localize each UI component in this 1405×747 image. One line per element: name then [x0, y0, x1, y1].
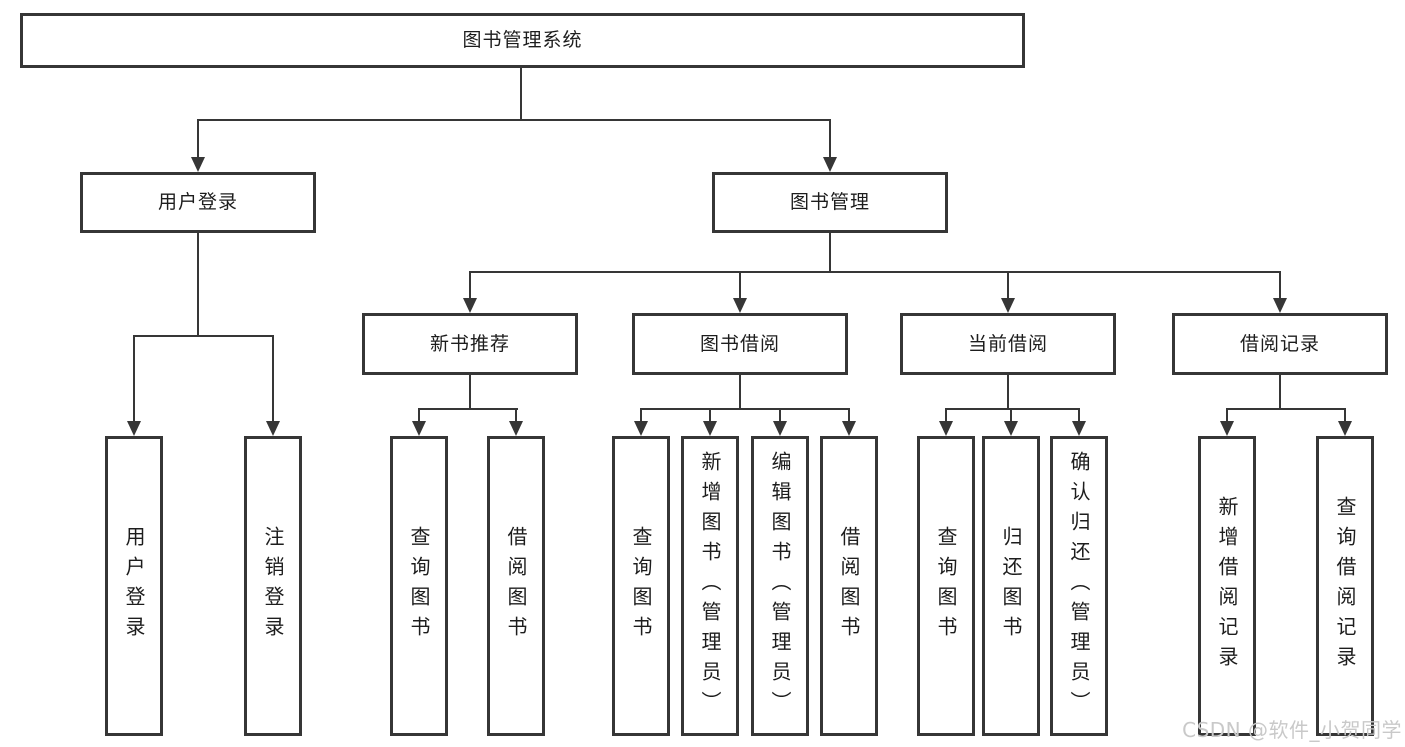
node-borrow-records: 借阅记录: [1172, 313, 1388, 375]
node-add-books-admin: 新增图书（管理员）: [681, 436, 739, 736]
arrowhead-icon: [463, 298, 477, 313]
arrowhead-icon: [191, 157, 205, 172]
node-query-borrow-record: 查询借阅记录: [1316, 436, 1374, 736]
connector-line: [133, 335, 274, 337]
arrowhead-icon: [703, 421, 717, 436]
connector-line: [272, 335, 274, 422]
node-borrow-books-recommend: 借阅图书: [487, 436, 545, 736]
node-query-books-current: 查询图书: [917, 436, 975, 736]
connector-line: [1279, 375, 1281, 410]
connector-line: [133, 335, 135, 422]
connector-line: [418, 408, 420, 423]
connector-line: [848, 408, 850, 423]
arrowhead-icon: [412, 421, 426, 436]
arrowhead-icon: [634, 421, 648, 436]
arrowhead-icon: [1001, 298, 1015, 313]
node-library-management-system: 图书管理系统: [20, 13, 1025, 68]
connector-line: [469, 271, 471, 299]
connector-line: [739, 271, 741, 299]
arrowhead-icon: [1004, 421, 1018, 436]
node-logout: 注销登录: [244, 436, 302, 736]
connector-line: [1226, 408, 1346, 410]
connector-line: [709, 408, 711, 423]
node-new-book-recommend: 新书推荐: [362, 313, 578, 375]
node-return-books: 归还图书: [982, 436, 1040, 736]
connector-line: [197, 119, 199, 158]
node-query-books-recommend: 查询图书: [390, 436, 448, 736]
arrowhead-icon: [823, 157, 837, 172]
arrowhead-icon: [1273, 298, 1287, 313]
connector-line: [520, 68, 522, 121]
arrowhead-icon: [773, 421, 787, 436]
connector-line: [418, 408, 518, 410]
arrowhead-icon: [1220, 421, 1234, 436]
connector-line: [829, 233, 831, 273]
connector-line: [945, 408, 1080, 410]
connector-line: [640, 408, 642, 423]
node-borrow-books: 借阅图书: [820, 436, 878, 736]
connector-line: [945, 408, 947, 423]
arrowhead-icon: [1072, 421, 1086, 436]
node-confirm-return-admin: 确认归还（管理员）: [1050, 436, 1108, 736]
node-add-borrow-record: 新增借阅记录: [1198, 436, 1256, 736]
connector-line: [197, 119, 831, 121]
connector-line: [469, 375, 471, 410]
connector-line: [1007, 271, 1009, 299]
arrowhead-icon: [266, 421, 280, 436]
arrowhead-icon: [509, 421, 523, 436]
connector-line: [829, 119, 831, 158]
node-current-borrowing: 当前借阅: [900, 313, 1116, 375]
connector-line: [1279, 271, 1281, 299]
arrowhead-icon: [127, 421, 141, 436]
connector-line: [779, 408, 781, 423]
connector-line: [739, 375, 741, 410]
connector-line: [1226, 408, 1228, 423]
node-book-management: 图书管理: [712, 172, 948, 233]
arrowhead-icon: [939, 421, 953, 436]
watermark-text: CSDN @软件_小贺同学: [1182, 718, 1402, 742]
node-query-books-borrowing: 查询图书: [612, 436, 670, 736]
connector-line: [1078, 408, 1080, 423]
node-user-login-group: 用户登录: [80, 172, 316, 233]
connector-line: [1344, 408, 1346, 423]
connector-line: [640, 408, 850, 410]
arrowhead-icon: [733, 298, 747, 313]
connector-line: [197, 233, 199, 337]
arrowhead-icon: [842, 421, 856, 436]
node-edit-books-admin: 编辑图书（管理员）: [751, 436, 809, 736]
connector-line: [1010, 408, 1012, 423]
node-book-borrowing: 图书借阅: [632, 313, 848, 375]
connector-line: [1007, 375, 1009, 410]
connector-line: [515, 408, 517, 423]
connector-line: [469, 271, 1281, 273]
arrowhead-icon: [1338, 421, 1352, 436]
node-user-login: 用户登录: [105, 436, 163, 736]
